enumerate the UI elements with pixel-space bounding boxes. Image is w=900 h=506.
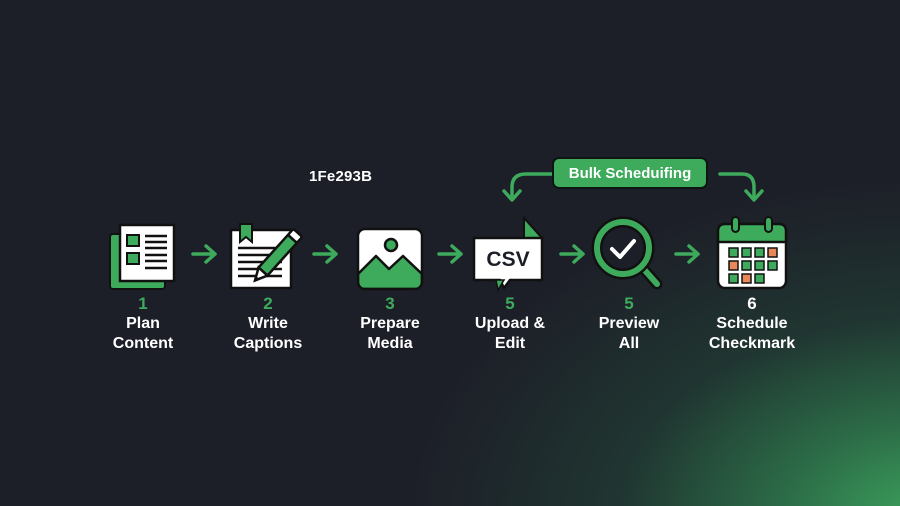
step-schedule: 6 Schedule Checkmark xyxy=(692,212,812,354)
calendar-icon xyxy=(716,216,788,290)
csv-file-icon: CSV xyxy=(470,216,550,292)
image-icon xyxy=(356,227,424,291)
bulk-scheduling-badge: Bulk Scheduifing xyxy=(552,157,708,189)
curved-arrow-right-icon xyxy=(718,172,764,202)
step-label-line2: Edit xyxy=(494,335,526,352)
step-preview-all: 5 Preview All xyxy=(569,212,689,354)
step-number: 1 xyxy=(138,294,148,313)
step-label-line2: Media xyxy=(367,335,413,352)
step-label-line2: All xyxy=(618,335,640,352)
step-label-line1: Upload & xyxy=(474,315,546,332)
step-number: 5 xyxy=(505,294,515,313)
step-number: 2 xyxy=(263,294,273,313)
step-label-line2: Content xyxy=(112,335,174,352)
checklist-document-icon xyxy=(109,223,176,290)
step-label-line1: Preview xyxy=(598,315,660,332)
step-number: 6 xyxy=(747,294,757,313)
step-number: 3 xyxy=(385,294,395,313)
curved-arrow-left-icon xyxy=(502,172,554,202)
step-label-line1: Write xyxy=(248,315,288,332)
step-label-line1: Schedule xyxy=(716,315,788,332)
arrow-right-icon xyxy=(312,244,338,264)
step-label-line1: Plan xyxy=(126,315,160,332)
step-write-captions: 2 Write Captions xyxy=(208,212,328,354)
step-prepare-media: 3 Prepare Media xyxy=(330,212,450,354)
arrow-right-icon xyxy=(559,244,585,264)
step-label-line1: Prepare xyxy=(360,315,420,332)
step-plan-content: 1 Plan Content xyxy=(83,212,203,354)
magnifier-check-icon xyxy=(591,216,663,290)
step-number: 5 xyxy=(624,294,634,313)
arrow-right-icon xyxy=(674,244,700,264)
step-label-line2: Captions xyxy=(233,335,303,352)
arrow-right-icon xyxy=(191,244,217,264)
csv-text: CSV xyxy=(486,248,530,271)
document-pencil-icon xyxy=(229,223,303,290)
step-upload-edit: CSV 5 Upload & Edit xyxy=(450,212,570,354)
step-label-line2: Checkmark xyxy=(708,335,796,352)
code-label: 1Fe293B xyxy=(309,168,373,185)
arrow-right-icon xyxy=(437,244,463,264)
